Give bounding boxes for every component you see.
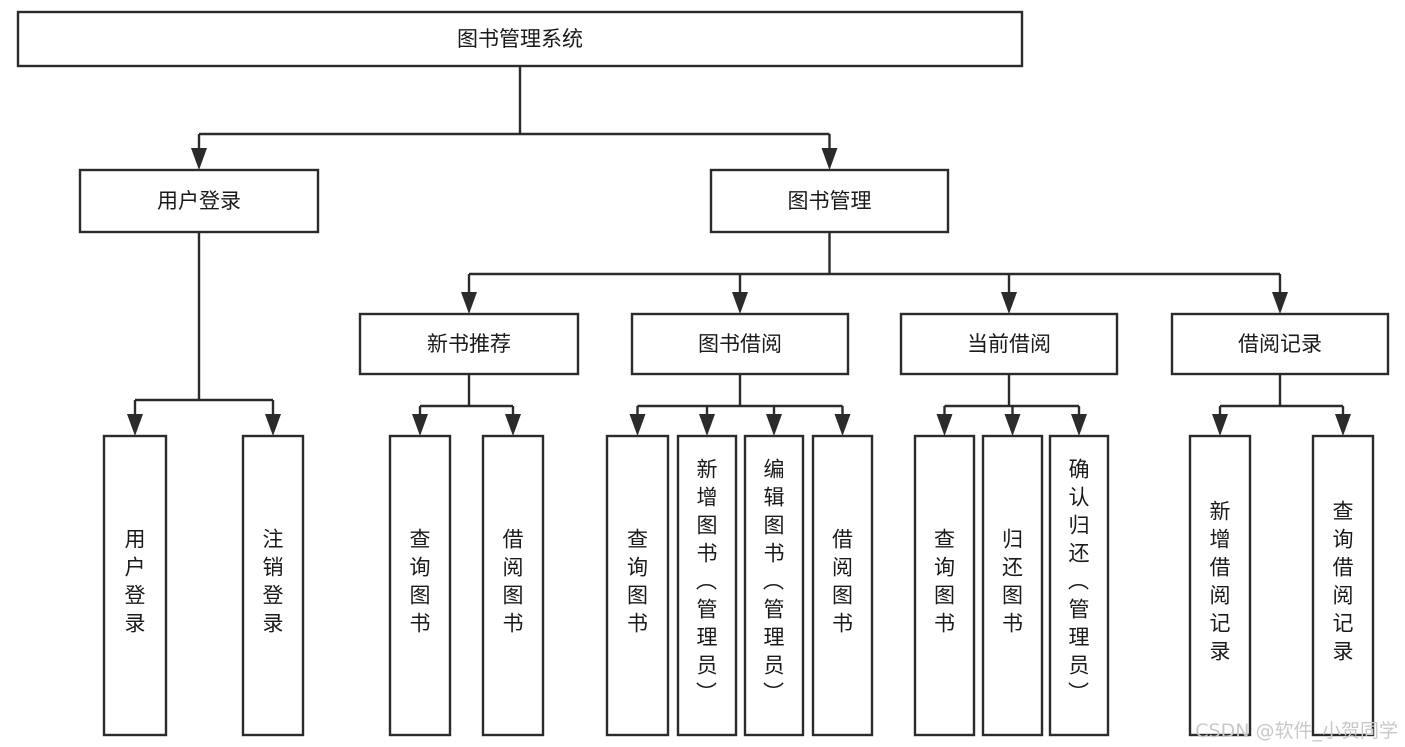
- node-box-f-borrow-2[interactable]: [811, 434, 874, 737]
- node-label-f-user-login: 用户登录: [125, 528, 146, 636]
- node-label-f-query-2: 查询图书: [627, 528, 648, 636]
- arrow-head-icon: [191, 148, 207, 170]
- node-label-root: 图书管理系统: [457, 27, 583, 51]
- node-box-f-borrow-1[interactable]: [481, 434, 545, 737]
- node-f-borrow-1[interactable]: 借阅图书: [481, 434, 545, 737]
- arrow-head-icon: [1001, 292, 1017, 314]
- node-label-f-query-1: 查询图书: [410, 528, 431, 636]
- node-f-confirm-ret[interactable]: 确认归还（管理员）: [1048, 434, 1110, 737]
- arrow-head-icon: [1071, 414, 1087, 436]
- arrow-head-icon: [505, 414, 521, 436]
- arrow-head-icon: [127, 414, 143, 436]
- node-label-f-borrow-1: 借阅图书: [503, 528, 524, 636]
- arrow-head-icon: [412, 414, 428, 436]
- arrow-head-icon: [766, 414, 782, 436]
- node-f-add-book[interactable]: 新增图书（管理员）: [676, 434, 738, 737]
- arrow-head-icon: [1272, 292, 1288, 314]
- node-box-f-confirm-ret[interactable]: [1048, 434, 1110, 737]
- node-label-current-borrow: 当前借阅: [967, 332, 1051, 356]
- node-box-f-query-3[interactable]: [913, 434, 976, 737]
- node-label-f-add-record: 新增借阅记录: [1210, 500, 1231, 664]
- node-f-query-record[interactable]: 查询借阅记录: [1311, 434, 1375, 737]
- node-label-f-borrow-2: 借阅图书: [832, 528, 853, 636]
- node-root[interactable]: 图书管理系统: [16, 10, 1024, 68]
- node-box-current-borrow[interactable]: [899, 312, 1119, 376]
- arrow-head-icon: [461, 292, 477, 314]
- node-label-book-borrow: 图书借阅: [698, 332, 782, 356]
- node-box-new-book-rec[interactable]: [358, 312, 580, 376]
- node-label-f-confirm-ret: 确认归还（管理员）: [1068, 458, 1090, 706]
- node-box-f-add-record[interactable]: [1188, 434, 1252, 737]
- arrow-head-icon: [1335, 414, 1351, 436]
- node-f-logout[interactable]: 注销登录: [241, 434, 305, 737]
- node-book-borrow[interactable]: 图书借阅: [630, 312, 850, 376]
- arrow-head-icon: [1004, 414, 1021, 436]
- node-box-borrow-record[interactable]: [1170, 312, 1390, 376]
- node-box-user-login[interactable]: [78, 168, 320, 234]
- node-label-user-login: 用户登录: [157, 189, 241, 213]
- node-box-f-user-login[interactable]: [102, 434, 168, 737]
- arrow-head-icon: [936, 414, 953, 436]
- arrow-head-icon: [265, 414, 281, 436]
- node-box-f-query-2[interactable]: [605, 434, 670, 737]
- node-box-book-borrow[interactable]: [630, 312, 850, 376]
- node-label-f-logout: 注销登录: [263, 528, 284, 636]
- node-borrow-record[interactable]: 借阅记录: [1170, 312, 1390, 376]
- node-new-book-rec[interactable]: 新书推荐: [358, 312, 580, 376]
- node-box-f-add-book[interactable]: [676, 434, 738, 737]
- node-label-f-return-book: 归还图书: [1002, 528, 1023, 636]
- arrow-head-icon: [699, 414, 715, 436]
- arrow-head-icon: [834, 414, 851, 436]
- node-box-root[interactable]: [16, 10, 1024, 68]
- node-box-book-manage[interactable]: [709, 168, 950, 234]
- node-box-f-query-1[interactable]: [388, 434, 452, 737]
- node-f-return-book[interactable]: 归还图书: [981, 434, 1044, 737]
- arrow-head-icon: [732, 292, 748, 314]
- node-f-query-1[interactable]: 查询图书: [388, 434, 452, 737]
- node-f-query-2[interactable]: 查询图书: [605, 434, 670, 737]
- node-box-f-query-record[interactable]: [1311, 434, 1375, 737]
- node-f-user-login[interactable]: 用户登录: [102, 434, 168, 737]
- csdn-watermark: CSDN @软件_小贺同学: [1195, 720, 1398, 742]
- node-label-f-query-3: 查询图书: [934, 528, 955, 636]
- node-f-add-record[interactable]: 新增借阅记录: [1188, 434, 1252, 737]
- arrow-head-icon: [821, 148, 838, 170]
- node-label-book-manage: 图书管理: [788, 189, 872, 213]
- node-current-borrow[interactable]: 当前借阅: [899, 312, 1119, 376]
- node-book-manage[interactable]: 图书管理: [709, 168, 950, 234]
- node-layer: 图书管理系统用户登录图书管理新书推荐图书借阅当前借阅借阅记录用户登录注销登录查询…: [16, 10, 1390, 737]
- node-label-new-book-rec: 新书推荐: [427, 332, 511, 356]
- arrow-head-icon: [1212, 414, 1228, 436]
- node-f-query-3[interactable]: 查询图书: [913, 434, 976, 737]
- node-label-f-query-record: 查询借阅记录: [1333, 500, 1354, 664]
- node-label-f-add-book: 新增图书（管理员）: [696, 458, 718, 706]
- node-label-f-edit-book: 编辑图书（管理员）: [763, 458, 785, 706]
- node-f-borrow-2[interactable]: 借阅图书: [811, 434, 874, 737]
- node-box-f-return-book[interactable]: [981, 434, 1044, 737]
- node-user-login[interactable]: 用户登录: [78, 168, 320, 234]
- node-box-f-edit-book[interactable]: [743, 434, 805, 737]
- node-f-edit-book[interactable]: 编辑图书（管理员）: [743, 434, 805, 737]
- connector-layer: [127, 66, 1351, 436]
- node-label-borrow-record: 借阅记录: [1238, 332, 1322, 356]
- node-box-f-logout[interactable]: [241, 434, 305, 737]
- arrow-head-icon: [629, 414, 646, 436]
